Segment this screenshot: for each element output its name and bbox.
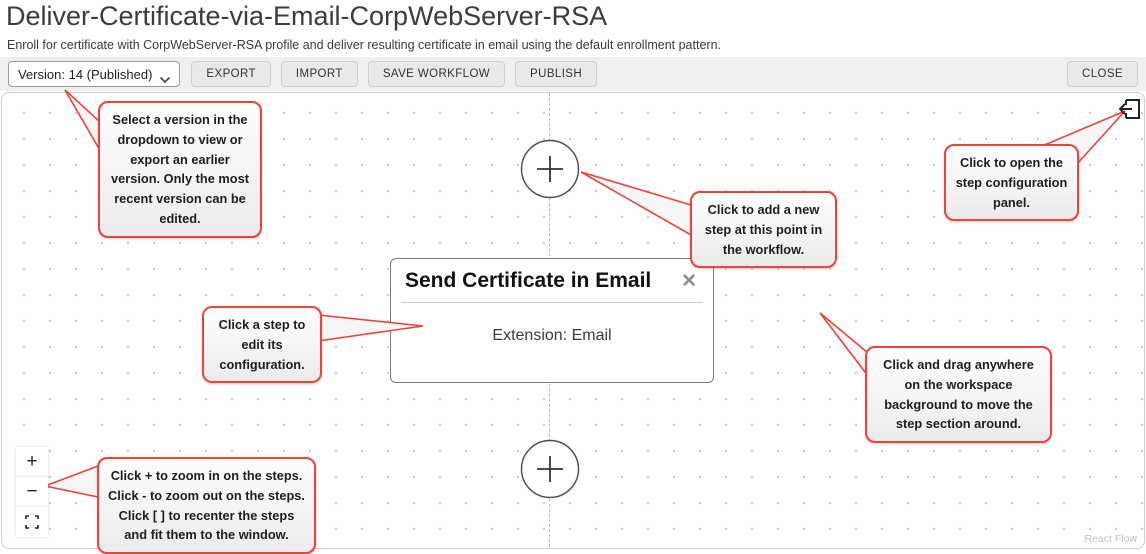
open-config-panel-button[interactable]: [1114, 96, 1144, 124]
toolbar: Version: 14 (Published) EXPORT IMPORT SA…: [0, 57, 1146, 91]
react-flow-attribution: React Flow: [1084, 533, 1137, 545]
workflow-canvas[interactable]: Send Certificate in Email ✕ Extension: E…: [1, 89, 1145, 554]
fit-view-button[interactable]: [16, 507, 48, 537]
plus-circle-icon: [520, 439, 580, 499]
close-button[interactable]: CLOSE: [1067, 61, 1138, 87]
step-card-header: Send Certificate in Email ✕: [391, 259, 713, 302]
plus-icon: +: [26, 450, 38, 472]
step-card-divider: [401, 302, 703, 303]
open-panel-arrow-icon: [1118, 98, 1140, 119]
save-workflow-button[interactable]: SAVE WORKFLOW: [367, 61, 506, 87]
callout-drag-workspace: Click and drag anywhere on the workspace…: [865, 346, 1052, 444]
callout-edit-step: Click a step to edit its configuration.: [202, 306, 322, 384]
export-button[interactable]: EXPORT: [191, 61, 271, 87]
callout-open-config: Click to open the step configuration pan…: [944, 144, 1079, 222]
publish-button[interactable]: PUBLISH: [515, 61, 598, 87]
import-button[interactable]: IMPORT: [280, 61, 358, 87]
step-close-icon[interactable]: ✕: [681, 271, 697, 292]
zoom-in-button[interactable]: +: [16, 447, 48, 477]
step-card-title: Send Certificate in Email: [405, 269, 652, 292]
callout-zoom-controls: Click + to zoom in on the steps. Click -…: [97, 457, 316, 554]
callout-version: Select a version in the dropdown to view…: [98, 101, 262, 238]
canvas-controls: + −: [16, 447, 48, 537]
version-select[interactable]: Version: 14 (Published): [8, 61, 181, 87]
version-select-value: Version: 14 (Published): [18, 66, 153, 82]
minus-icon: −: [26, 480, 38, 502]
callout-add-step: Click to add a new step at this point in…: [690, 191, 837, 269]
chevron-down-icon: [160, 71, 171, 84]
page-title: Deliver-Certificate-via-Email-CorpWebSer…: [6, 1, 608, 31]
page-header: Deliver-Certificate-via-Email-CorpWebSer…: [0, 0, 1146, 52]
step-card-body: Extension: Email: [492, 327, 612, 344]
zoom-out-button[interactable]: −: [16, 477, 48, 507]
plus-circle-icon: [520, 139, 580, 199]
fit-view-icon: [25, 515, 39, 529]
add-step-node-top[interactable]: [520, 139, 580, 199]
page-subtitle: Enroll for certificate with CorpWebServe…: [7, 37, 721, 52]
step-card-send-certificate[interactable]: Send Certificate in Email ✕ Extension: E…: [390, 258, 714, 383]
add-step-node-bottom[interactable]: [520, 439, 580, 499]
